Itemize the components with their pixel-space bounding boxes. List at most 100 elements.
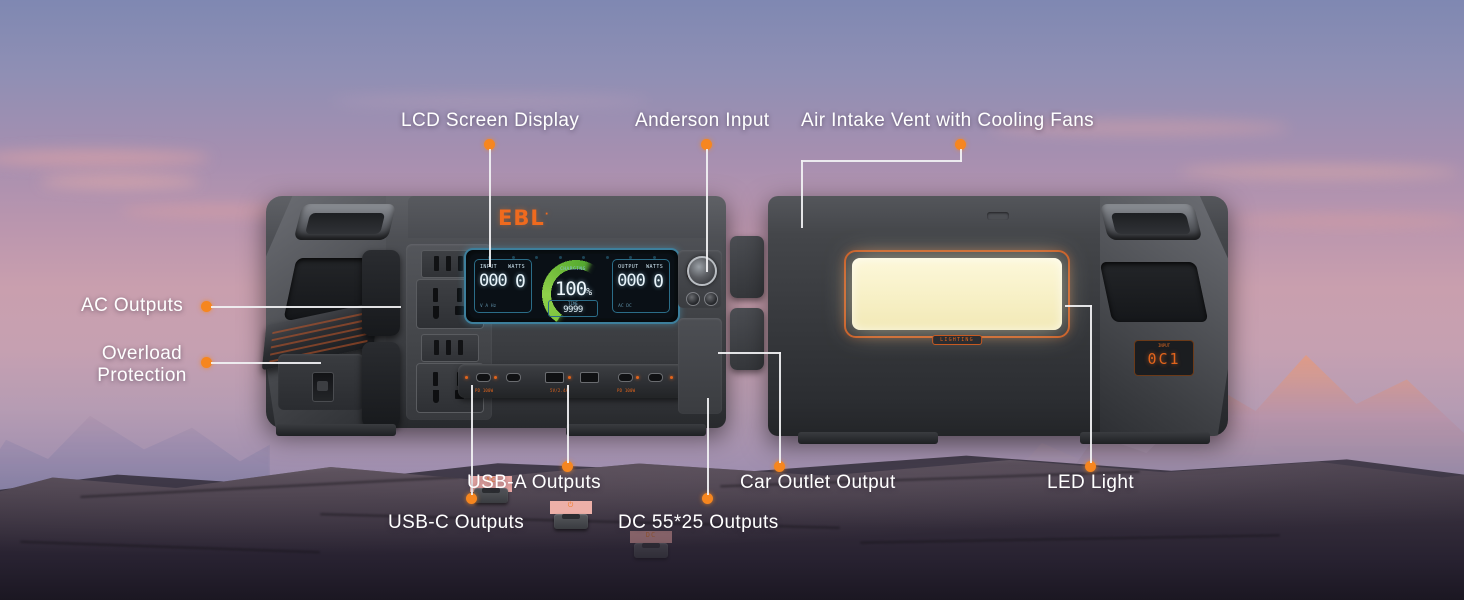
- port-indicator-led: [494, 376, 497, 379]
- brand-logo-mark: ·: [544, 209, 550, 220]
- main-unit-top-bar: [408, 196, 708, 238]
- expansion-foot-left: [798, 432, 938, 444]
- callout-dot-car-outlet-output: [774, 461, 785, 472]
- leader-line-dc-outputs: [707, 398, 709, 495]
- callout-ac-outputs: AC Outputs: [81, 295, 184, 316]
- port-cover-lower[interactable]: [362, 342, 400, 428]
- lcd-output-label: OUTPUT: [618, 264, 639, 270]
- cloud-band: [0, 150, 210, 166]
- rock-ledge-foreground: [0, 460, 1464, 600]
- ac-button[interactable]: [474, 488, 508, 503]
- ac-button-cell[interactable]: AC: [470, 476, 512, 503]
- lcd-output-section: OUTPUT WATTS 000 0 AC DC: [612, 259, 670, 313]
- cloud-band: [990, 120, 1290, 136]
- lcd-output-watts-label: WATTS: [646, 264, 664, 270]
- lcd-output-watts-value: 0: [653, 271, 664, 292]
- callout-dot-lcd-screen-display: [484, 139, 495, 150]
- callout-dot-ac-outputs: [201, 301, 212, 312]
- battery-percent-value: 100: [554, 278, 587, 300]
- usb-c-port-3[interactable]: [618, 373, 633, 382]
- leader-line-lcd-screen-display: [489, 149, 491, 267]
- lcd-battery-gauge: CHARGING 100% TIME 9999: [534, 256, 612, 322]
- rock-crack: [20, 540, 320, 554]
- usb-c-port-label-right: PD 100W: [617, 388, 636, 393]
- overload-protection-switch[interactable]: [312, 372, 334, 402]
- led-light-panel-frame: LIGHTING: [844, 250, 1070, 345]
- right-port-column: [678, 244, 724, 420]
- usb-c-port-4[interactable]: [648, 373, 663, 382]
- cloud-band: [40, 175, 200, 188]
- battery-percent-symbol: %: [586, 287, 592, 298]
- lcd-time-label: TIME: [568, 301, 578, 306]
- leader-line-usb-c-outputs: [471, 385, 473, 495]
- callout-led-light: LED Light: [1047, 472, 1135, 493]
- callout-dot-usb-c-outputs: [466, 493, 477, 504]
- carry-handle-left: [293, 204, 397, 240]
- ac-outlet-duplex-lower[interactable]: [421, 334, 479, 362]
- led-lighting-label: LIGHTING: [932, 335, 982, 345]
- leader-line-overload-protection: [211, 362, 321, 364]
- cloud-band: [1180, 165, 1460, 179]
- lcd-screen-display: INPUT WATTS 000 0 V A Hz CHARGING 100% T…: [464, 248, 680, 324]
- power-button-cell[interactable]: ⏻: [550, 501, 592, 529]
- callout-anderson-input: Anderson Input: [635, 110, 770, 131]
- power-icon: ⏻: [567, 501, 575, 509]
- lcd-input-value: 000: [479, 271, 508, 291]
- usb-port-strip: PD 100W 5V/2.4A PD 100W: [458, 364, 684, 398]
- air-intake-vent-right: [1099, 262, 1209, 322]
- leader-line-air-intake-vent-a: [960, 149, 962, 162]
- usb-c-port-2[interactable]: [506, 373, 521, 382]
- callout-overload-protection: Overload Protection: [86, 343, 198, 387]
- lcd-input-units: V A Hz: [480, 304, 497, 309]
- dc-button-cell[interactable]: DC: [630, 531, 672, 558]
- car-outlet-output-port[interactable]: [687, 256, 717, 286]
- expansion-foot-right: [1080, 432, 1210, 444]
- dc-output-plate: [678, 318, 722, 414]
- dc-5525-output-port-2[interactable]: [704, 292, 718, 306]
- ac-button-label: AC: [485, 476, 497, 484]
- hinge-block-upper: [730, 236, 764, 298]
- usb-a-port-1[interactable]: [545, 372, 564, 383]
- power-station-main-unit: EBL· INPUT WATTS 000 0 V A Hz CHARGING 1…: [261, 196, 726, 558]
- leader-line-usb-a-outputs: [567, 385, 569, 463]
- mini-display-label: INPUT: [1157, 343, 1171, 348]
- power-button[interactable]: [554, 514, 588, 529]
- lcd-input-label: INPUT: [480, 264, 498, 270]
- leader-line-led-light-b: [1065, 305, 1092, 307]
- lcd-surface: INPUT WATTS 000 0 V A Hz CHARGING 100% T…: [470, 254, 674, 322]
- dc-button-label: DC: [645, 531, 657, 539]
- lcd-input-section: INPUT WATTS 000 0 V A Hz: [474, 259, 532, 313]
- callout-dot-anderson-input: [701, 139, 712, 150]
- callout-dot-air-intake-vent: [955, 139, 966, 150]
- lcd-output-value: 000: [617, 271, 646, 291]
- expansion-mini-display: INPUT 0C1: [1134, 340, 1194, 376]
- callout-lcd-screen-display: LCD Screen Display: [401, 110, 580, 131]
- port-indicator-led: [568, 376, 571, 379]
- dc-button[interactable]: [634, 543, 668, 558]
- dc-5525-output-port-1[interactable]: [686, 292, 700, 306]
- callout-overload-protection-line2: Protection: [97, 364, 187, 386]
- led-light-panel[interactable]: [852, 258, 1062, 330]
- usb-a-port-2[interactable]: [580, 372, 599, 383]
- lcd-input-watts-value: 0: [515, 271, 526, 292]
- unit-foot-left: [276, 424, 396, 436]
- callout-car-outlet-output: Car Outlet Output: [740, 472, 896, 493]
- leader-line-air-intake-vent-c: [801, 160, 803, 228]
- usb-a-port-label: 5V/2.4A: [550, 388, 569, 393]
- usb-c-port-label-left: PD 100W: [475, 388, 494, 393]
- top-latch-nub: [987, 212, 1009, 220]
- callout-usb-a-outputs: USB-A Outputs: [467, 472, 602, 493]
- rock-crack: [860, 534, 1280, 544]
- callout-overload-protection-line1: Overload: [101, 343, 183, 364]
- leader-line-ac-outputs: [211, 306, 401, 308]
- lcd-input-watts-label: WATTS: [508, 264, 526, 270]
- port-indicator-led: [670, 376, 673, 379]
- lcd-gauge-word: CHARGING: [560, 267, 586, 272]
- mini-display-value: 0C1: [1147, 350, 1181, 368]
- lcd-output-units: AC DC: [618, 304, 632, 309]
- port-cover-upper[interactable]: [362, 250, 400, 336]
- callout-dot-overload-protection: [201, 357, 212, 368]
- usb-c-port-1[interactable]: [476, 373, 491, 382]
- callout-air-intake-vent: Air Intake Vent with Cooling Fans: [801, 110, 1095, 131]
